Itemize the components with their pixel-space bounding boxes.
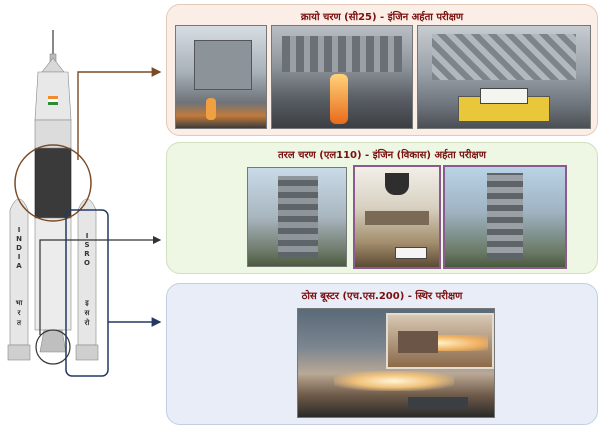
cryo-stage [34,147,72,219]
liquid-test-photo-2 [353,165,441,269]
right-booster-english-letter: S [84,241,89,249]
right-booster [77,198,97,346]
core-stage [34,217,72,331]
cryo-panel-title: क्रायो चरण (सी25) - इंजिन अर्हता परीक्षण [300,12,464,23]
left-booster [9,198,29,346]
right-booster-hindi-letter: इ [84,299,89,307]
left-booster-nozzle [7,344,31,361]
left-booster-hindi-letter: त [16,319,22,327]
right-booster-hindi-letter: रो [84,318,91,327]
right-booster-hindi-letters: इसरो [84,299,91,327]
right-booster-nozzle [75,344,99,361]
cryo-test-photo-2 [271,25,413,129]
left-booster-english-letter: N [16,235,22,243]
liquid-test-photo-1 [247,167,347,267]
solid-booster-panel: ठोस बूस्टर (एच.एस.200) - स्थिर परीक्षण [166,283,598,425]
cryo-connector-arrow [77,67,162,160]
left-booster-english-letter: I [18,226,21,234]
interstage [34,119,72,149]
left-booster-hindi-letter: र [17,309,22,317]
cryo-test-photo-1 [175,25,267,129]
left-booster-english-letter: D [16,244,22,252]
right-booster-hindi-letter: स [84,309,90,317]
liquid-test-photo-3 [443,165,567,269]
flag-green [48,102,58,105]
solid-panel-title: ठोस बूस्टर (एच.एस.200) - स्थिर परीक्षण [301,291,463,302]
liquid-callout-circle [35,329,71,365]
left-booster-hindi-letter: भा [16,299,24,307]
flag-saffron [48,96,58,99]
right-booster-english-letter: O [84,259,90,267]
solid-callout-box [65,209,109,377]
solid-test-photo [297,308,495,418]
right-booster-english-letter: R [84,250,90,258]
cryo-callout-circle [14,144,92,222]
left-booster-hindi-letters: भा रत [16,299,24,327]
nose-cone [41,57,65,73]
left-booster-english-letter: I [18,253,21,261]
cryo-stage-panel: क्रायो चरण (सी25) - इंजिन अर्हता परीक्षण [166,4,598,136]
liquid-stage-panel: तरल चरण (एल110) - इंजिन (विकास) अर्हता प… [166,142,598,274]
right-booster-english-letter: I [86,232,89,240]
left-booster-english-letter: A [16,262,22,270]
flag-white [48,99,58,102]
liquid-connector-arrow [39,235,162,335]
liquid-panel-title: तरल चरण (एल110) - इंजिन (विकास) अर्हता प… [278,150,486,161]
cryo-test-photo-3 [417,25,591,129]
